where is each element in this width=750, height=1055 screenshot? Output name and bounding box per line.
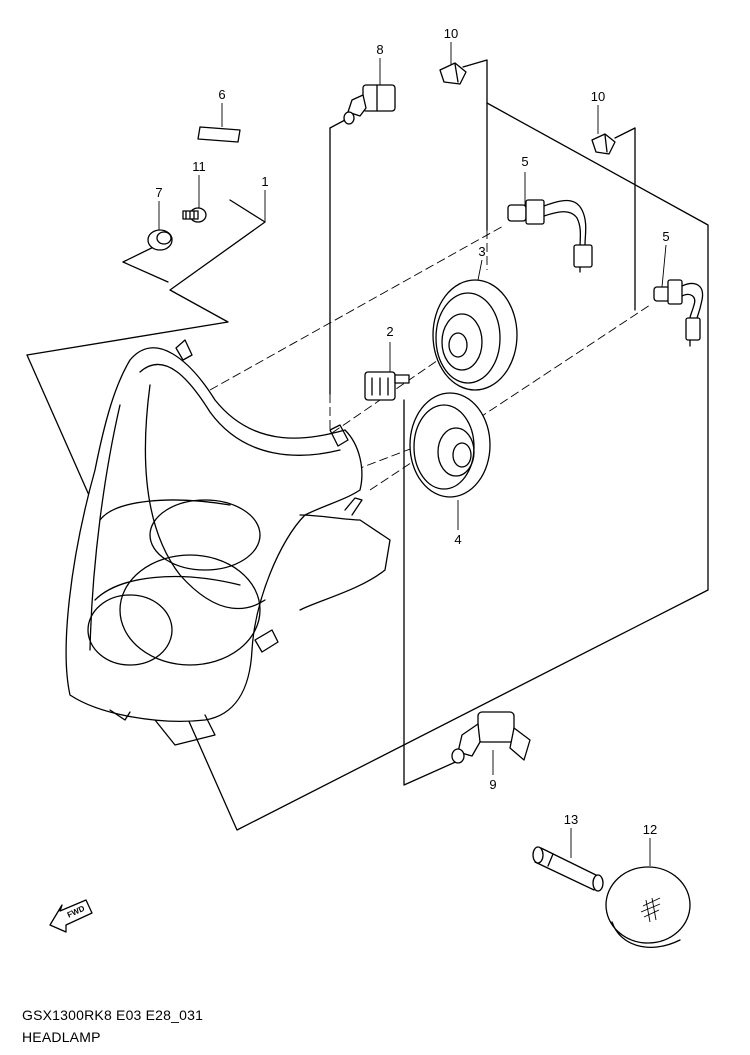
- wedge-bulb-right: [591, 133, 616, 155]
- callout-7: 7: [155, 185, 162, 200]
- callout-2: 2: [386, 324, 393, 339]
- bulb-socket: [364, 371, 410, 401]
- callout-1: 1: [261, 174, 268, 189]
- dust-cover-3: [432, 279, 518, 391]
- fwd-arrow-icon: FWD: [49, 899, 93, 933]
- reflector-disc: [605, 866, 691, 948]
- position-bulb-harness-upper: [507, 199, 593, 273]
- position-bulb-harness-lower: [653, 279, 704, 347]
- callout-8: 8: [376, 42, 383, 57]
- wedge-bulb-left: [439, 62, 467, 85]
- callout-11: 11: [192, 159, 206, 174]
- callout-labels: 1 2 3 4 5 5 6 7 8 9 10 10 11 12 13: [155, 26, 669, 837]
- leader-lines: [158, 42, 667, 866]
- diagram-code: GSX1300RK8 E03 E28_031: [22, 1007, 204, 1023]
- assembly-outline: [26, 59, 709, 831]
- headlamp-housing: [65, 339, 391, 746]
- diagram-title: HEADLAMP: [22, 1029, 101, 1045]
- dust-cover-4: [409, 392, 491, 498]
- grommet: [147, 229, 173, 251]
- label-plate: [197, 126, 241, 143]
- spacer-collar: [532, 846, 604, 892]
- callout-4: 4: [454, 532, 461, 547]
- callout-13: 13: [564, 812, 578, 827]
- callout-9: 9: [489, 777, 496, 792]
- callout-10-left: 10: [444, 26, 458, 41]
- callout-5-upper: 5: [521, 154, 528, 169]
- callout-10-right: 10: [591, 89, 605, 104]
- screw: [182, 207, 207, 223]
- callout-5-lower: 5: [662, 229, 669, 244]
- headlight-bulb-9: [451, 711, 531, 764]
- callout-12: 12: [643, 822, 657, 837]
- callout-3: 3: [478, 244, 485, 259]
- callout-6: 6: [218, 87, 225, 102]
- headlight-bulb-8: [343, 84, 396, 125]
